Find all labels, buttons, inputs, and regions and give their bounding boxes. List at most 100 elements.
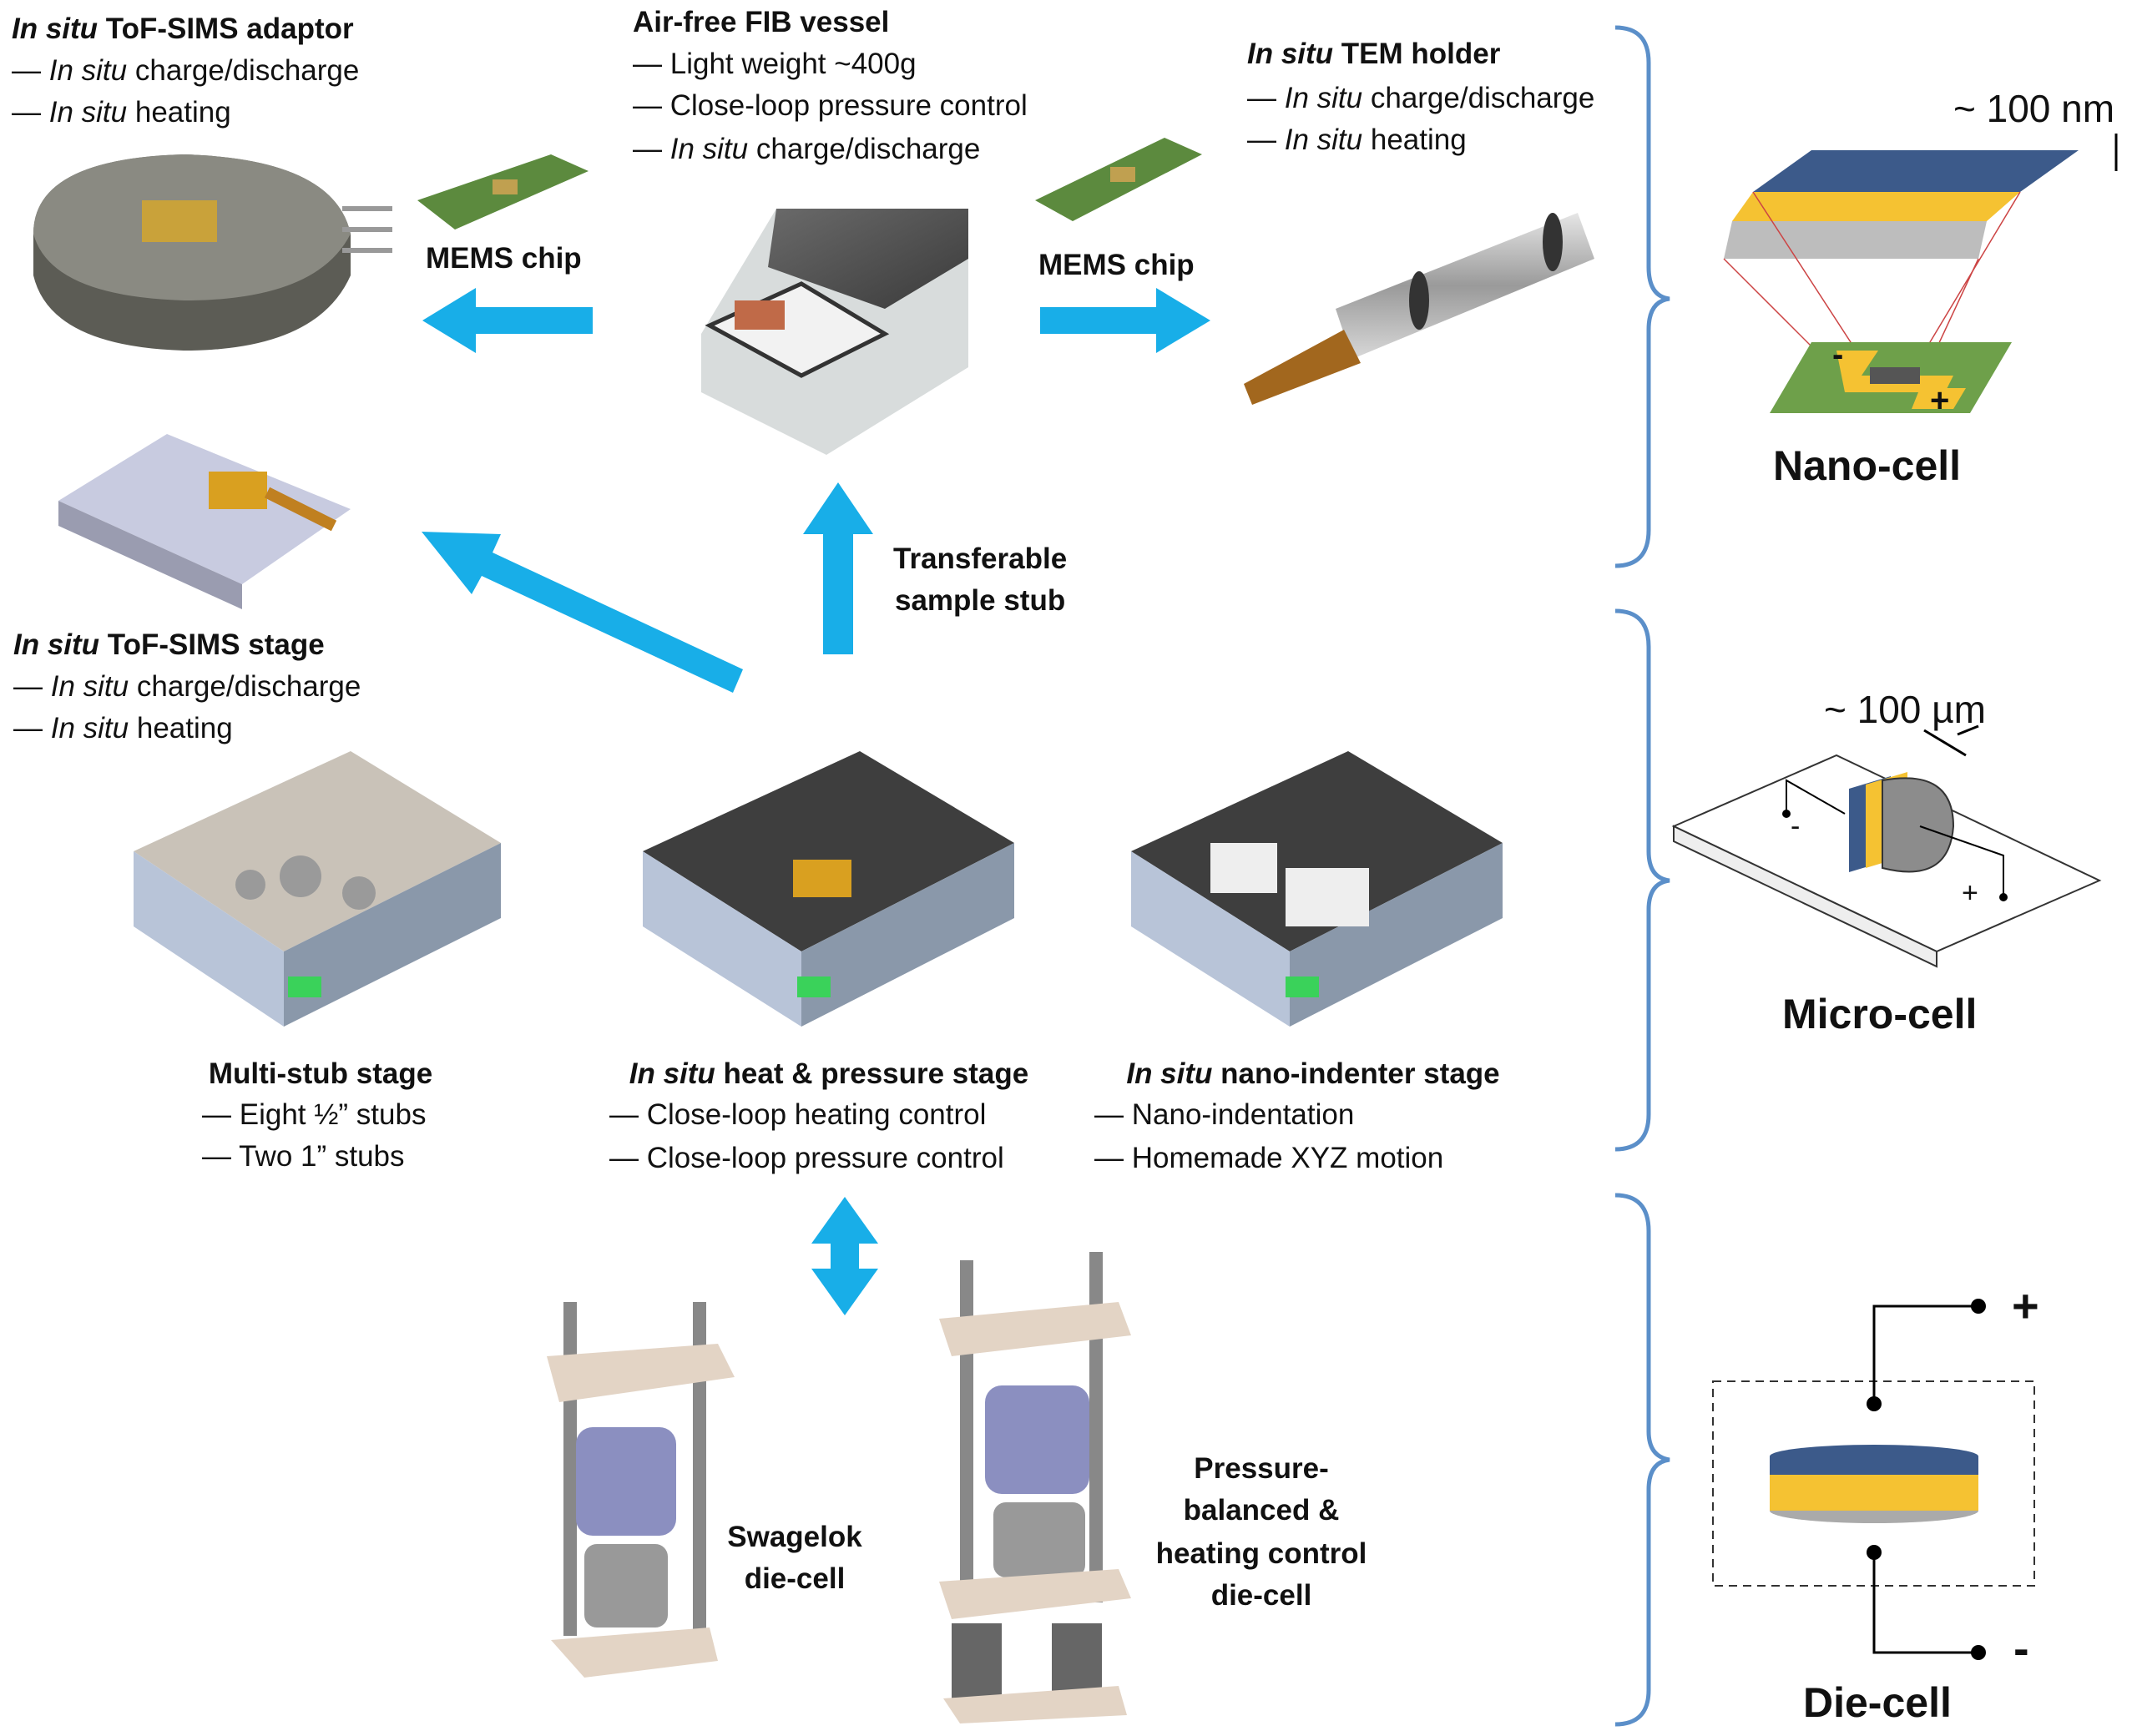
italic-text: In situ [50, 670, 129, 703]
bracket-die [1614, 1193, 1670, 1727]
nano-plus: + [1930, 382, 1950, 419]
dash: — [633, 48, 670, 80]
dash: — [13, 712, 51, 744]
line-text: Homemade XYZ motion [1131, 1142, 1444, 1174]
tofsims-stage-title: In situ ToF-SIMS stage [13, 624, 325, 666]
mems-chip-right-label: MEMS chip [1038, 249, 1195, 281]
dash: — [1247, 124, 1285, 156]
die-minus: - [2013, 1622, 2029, 1674]
adaptor-line-2: — In situ heating [12, 92, 231, 134]
heat-stage-line-1: — Close-loop heating control [609, 1094, 986, 1136]
adaptor-title: In situ ToF-SIMS adaptor [12, 8, 354, 50]
tem-holder-image [1244, 213, 1594, 405]
line-text: heating [129, 712, 233, 744]
tofsims-stage-image [58, 434, 351, 609]
arrow-diagonal-to-tofsims-stage [422, 532, 743, 693]
dash: — [12, 54, 49, 87]
transfer-line-2: sample stub [895, 584, 1066, 617]
title-text: TEM holder [1333, 38, 1501, 70]
heat-stage-title: In situ heat & pressure stage [629, 1053, 1029, 1095]
italic-text: In situ [48, 54, 128, 87]
swagelok-label-1: Swagelok [727, 1521, 862, 1553]
nano-minus: - [1832, 336, 1844, 373]
fib-line-2: — Close-loop pressure control [633, 85, 1028, 127]
die-plus: + [2012, 1279, 2039, 1332]
tem-title: In situ TEM holder [1247, 33, 1500, 75]
dash: — [1247, 82, 1285, 114]
swagelok-die-cell-image [547, 1302, 735, 1678]
fib-line-1: — Light weight ~400g [633, 43, 917, 85]
dash: — [609, 1098, 647, 1131]
arrow-right-to-tem [1040, 288, 1210, 353]
title-text: ToF-SIMS stage [99, 628, 325, 661]
italic-text: In situ [13, 628, 100, 661]
italic-text: In situ [1284, 124, 1363, 156]
dash: — [1094, 1098, 1132, 1131]
nano-cell-label: Nano-cell [1773, 442, 1962, 489]
pressure-balanced-die-cell-image [939, 1252, 1131, 1723]
nano-stage-line-2: — Homemade XYZ motion [1094, 1138, 1443, 1179]
heat-pressure-stage-image [643, 751, 1014, 1027]
tofsims-adaptor-image [33, 154, 392, 351]
italic-text: In situ [50, 712, 129, 744]
die-cell-label: Die-cell [1803, 1679, 1952, 1726]
italic-text: In situ [1247, 38, 1334, 70]
line-text: heating [127, 96, 231, 129]
fib-vessel-image [701, 209, 968, 455]
swagelok-label-2: die-cell [744, 1562, 846, 1595]
bracket-nano [1614, 25, 1670, 568]
pressure-label-1: Pressure- [1194, 1452, 1329, 1485]
nano-stage-line-1: — Nano-indentation [1094, 1094, 1354, 1136]
multi-stub-line-1: — Eight ½” stubs [202, 1094, 426, 1136]
tem-line-2: — In situ heating [1247, 119, 1467, 161]
micro-plus: + [1962, 877, 1978, 909]
nano-size-label: ~ 100 nm [1953, 87, 2115, 130]
micro-minus: - [1791, 810, 1801, 842]
dash: — [609, 1142, 647, 1174]
micro-cell-label: Micro-cell [1782, 991, 1978, 1037]
heat-stage-line-2: — Close-loop pressure control [609, 1138, 1004, 1179]
line-text: charge/discharge [127, 54, 360, 87]
pressure-label-3: heating control [1155, 1537, 1367, 1570]
bracket-micro [1614, 608, 1670, 1152]
pressure-label-4: die-cell [1210, 1579, 1312, 1612]
line-text: charge/discharge [1362, 82, 1595, 114]
mems-chip-right-image [1035, 138, 1202, 221]
arrow-left-to-adaptor [422, 288, 593, 353]
nano-stage-title: In situ nano-indenter stage [1126, 1053, 1499, 1095]
tofsims-stage-line-1: — In situ charge/discharge [13, 666, 361, 708]
tofsims-stage-line-2: — In situ heating [13, 708, 233, 749]
italic-text: In situ [669, 133, 749, 165]
line-text: Close-loop pressure control [646, 1142, 1004, 1174]
transfer-line-1: Transferable [893, 542, 1068, 575]
line-text: Two 1” stubs [239, 1140, 405, 1173]
italic-text: In situ [12, 13, 99, 45]
micro-size-label: ~ 100 µm [1824, 688, 1986, 731]
multi-stub-title: Multi-stub stage [208, 1057, 433, 1090]
title-text: ToF-SIMS adaptor [98, 13, 354, 45]
multi-stub-stage-image [134, 751, 501, 1027]
mems-chip-left-label: MEMS chip [426, 242, 582, 275]
adaptor-line-1: — In situ charge/discharge [12, 50, 359, 92]
die-cell-diagram [1712, 1299, 2035, 1660]
line-text: Nano-indentation [1131, 1098, 1355, 1131]
arrow-up-to-fib [803, 482, 873, 654]
italic-text: In situ [1126, 1057, 1213, 1090]
fib-title: Air-free FIB vessel [633, 6, 890, 38]
line-text: Close-loop pressure control [669, 89, 1028, 122]
dash: — [1094, 1142, 1132, 1174]
line-text: Close-loop heating control [646, 1098, 987, 1131]
line-text: Light weight ~400g [669, 48, 917, 80]
dash: — [202, 1140, 240, 1173]
italic-text: In situ [629, 1057, 715, 1090]
dash: — [13, 670, 51, 703]
double-arrow-stage-diecell [811, 1197, 878, 1315]
title-text: heat & pressure stage [715, 1057, 1029, 1090]
italic-text: In situ [48, 96, 128, 129]
nano-cell-diagram [1723, 134, 2118, 413]
line-text: charge/discharge [129, 670, 361, 703]
dash: — [202, 1098, 240, 1131]
pressure-label-2: balanced & [1183, 1494, 1340, 1527]
line-text: charge/discharge [748, 133, 981, 165]
